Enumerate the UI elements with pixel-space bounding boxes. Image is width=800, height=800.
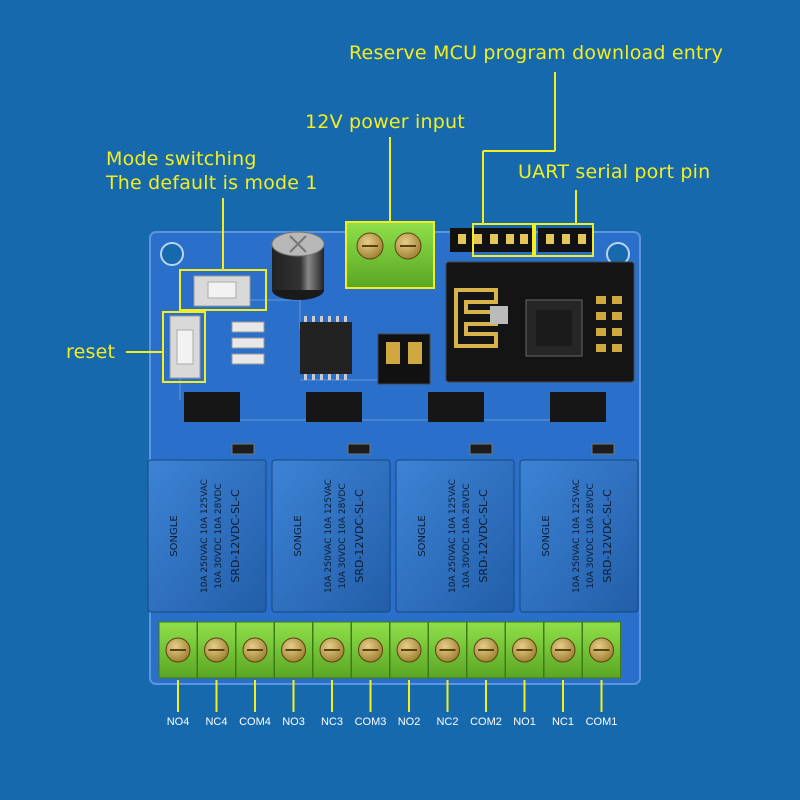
terminal-nc3 [312, 621, 352, 712]
terminal-label-nc3: NC3 [320, 716, 343, 728]
relay-rating-2: 10A 30VDC 10A 28VDC [462, 483, 472, 588]
terminal-nc1 [543, 621, 583, 712]
relay-brand: SONGLE [169, 515, 180, 556]
terminal-com1 [582, 621, 621, 712]
terminal-label-nc4: NC4 [205, 716, 228, 728]
reset-button [126, 311, 206, 383]
relay-row: SONGLE 10A 250VAC 10A 125VAC 10A 30VDC 10A… [147, 459, 639, 613]
relay-model: SRD-12VDC-SL-C [477, 489, 490, 583]
relay-brand: SONGLE [293, 515, 304, 556]
relay-model: SRD-12VDC-SL-C [353, 489, 366, 583]
terminal-label-nc2: NC2 [436, 716, 459, 728]
mcu-download-callout: Reserve MCU program download entry [349, 42, 724, 64]
relay-rating-2: 10A 30VDC 10A 28VDC [214, 483, 224, 588]
relay-rating-2: 10A 30VDC 10A 28VDC [338, 483, 348, 588]
terminal-nc4 [197, 621, 236, 712]
terminal-no2 [389, 621, 429, 712]
relay-rating-1: 10A 250VAC 10A 125VAC [448, 479, 458, 593]
terminal-no1 [505, 621, 544, 712]
relay-model: SRD-12VDC-SL-C [601, 489, 614, 583]
relay-1: SONGLE 10A 250VAC 10A 125VAC 10A 30VDC 10A… [519, 459, 639, 613]
relay-brand: SONGLE [417, 515, 428, 556]
relay-rating-1: 10A 250VAC 10A 125VAC [572, 479, 582, 593]
electrolytic-capacitor [271, 231, 325, 300]
terminal-label-com3: COM3 [354, 716, 387, 728]
terminal-label-no2: NO2 [397, 716, 421, 728]
ic-chip [300, 316, 352, 380]
terminal-no3 [274, 621, 313, 712]
relay-rating-1: 10A 250VAC 10A 125VAC [200, 479, 210, 593]
optocoupler-row [184, 392, 606, 422]
terminal-nc2 [428, 621, 467, 712]
wifi-module [445, 261, 635, 383]
mcu-download-header [450, 72, 556, 257]
uart-header [534, 190, 594, 257]
terminal-com2 [466, 621, 506, 712]
led-row [231, 321, 265, 365]
terminal-label-no4: NO4 [166, 716, 190, 728]
mode-switch-callout-line2: The default is mode 1 [106, 172, 318, 194]
terminal-no4 [158, 621, 198, 712]
terminal-com3 [351, 621, 390, 712]
relay-model: SRD-12VDC-SL-C [229, 489, 242, 583]
reset-callout: reset [66, 341, 116, 363]
power-terminal [345, 137, 435, 289]
mode-switch-button [179, 198, 267, 311]
mode-switch-callout-line1: Mode switching [106, 148, 257, 170]
relay-2: SONGLE 10A 250VAC 10A 125VAC 10A 30VDC 10A… [395, 459, 515, 613]
terminal-label-com2: COM2 [470, 716, 502, 728]
uart-callout: UART serial port pin [518, 161, 711, 183]
terminal-com4 [235, 621, 275, 712]
power-input-callout: 12V power input [305, 111, 465, 133]
terminal-label-nc1: NC1 [551, 716, 574, 728]
relay-rating-2: 10A 30VDC 10A 28VDC [586, 483, 596, 588]
relay-brand: SONGLE [541, 515, 552, 556]
terminal-label-no3: NO3 [282, 716, 305, 728]
relay-rating-1: 10A 250VAC 10A 125VAC [324, 479, 334, 593]
diode-row [231, 443, 615, 455]
relay-3: SONGLE 10A 250VAC 10A 125VAC 10A 30VDC 10A… [271, 459, 391, 613]
relay-4: SONGLE 10A 250VAC 10A 125VAC 10A 30VDC 10A… [147, 459, 267, 613]
terminal-label-com1: COM1 [585, 716, 618, 728]
mode-jumper [377, 333, 431, 385]
terminal-label-com4: COM4 [239, 716, 271, 728]
terminal-strip [158, 621, 621, 712]
terminal-label-no1: NO1 [513, 716, 536, 728]
